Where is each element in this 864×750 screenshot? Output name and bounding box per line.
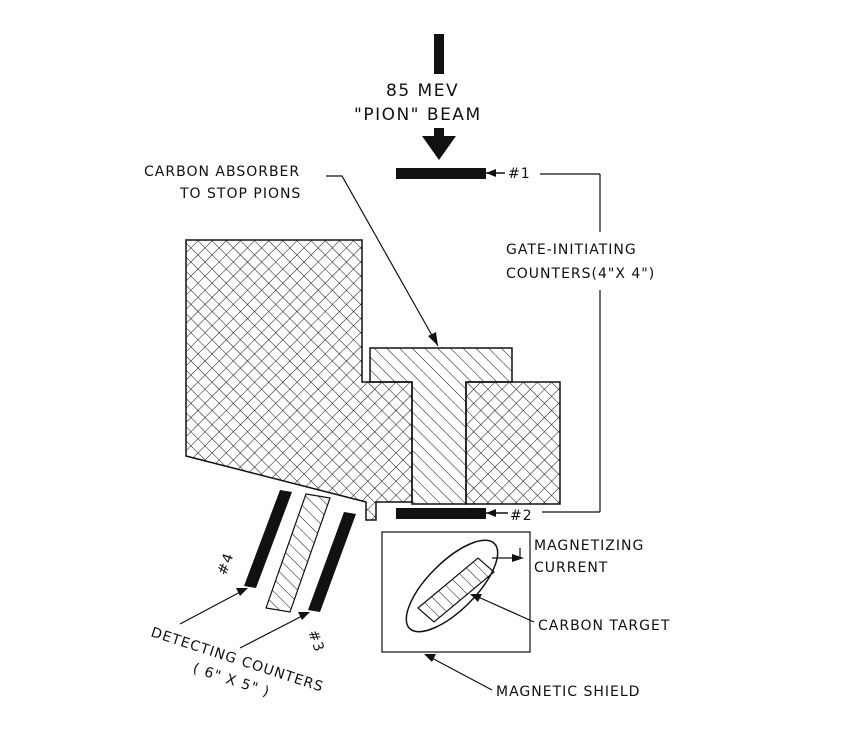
- carbon-target: [417, 557, 495, 623]
- counter-3-label: #3: [304, 628, 327, 655]
- counter-4-bar: [244, 490, 292, 588]
- magnetic-shield-box: [381, 531, 531, 653]
- carbon-absorber: [369, 347, 513, 505]
- magnetic-shield-label: MAGNETIC SHIELD: [496, 684, 640, 700]
- counter-2-label: #2: [510, 508, 533, 524]
- magnetizing-lead: [492, 548, 524, 562]
- absorber-label-2: TO STOP PIONS: [179, 186, 301, 202]
- target-coil: [405, 539, 499, 633]
- shield-block-right: [465, 381, 561, 505]
- beam-type-label: "PION" BEAM: [354, 105, 482, 125]
- counter-4-label: #4: [215, 551, 238, 578]
- magnetizing-label-2: CURRENT: [534, 560, 608, 576]
- magnetizing-label-1: MAGNETIZING: [534, 538, 644, 554]
- counter-1-bar: [396, 168, 486, 179]
- gate-counters-label-1: GATE-INITIATING: [506, 242, 637, 258]
- counter-2-bar: [396, 508, 486, 519]
- pion-beam-arrow: [422, 34, 456, 160]
- absorber-leader: [326, 175, 439, 347]
- counter-1-label: #1: [508, 166, 531, 182]
- shield-block-left: [185, 239, 413, 521]
- carbon-target-label: CARBON TARGET: [538, 618, 670, 634]
- counter-3-bar: [308, 512, 356, 612]
- absorber-label-1: CARBON ABSORBER: [144, 164, 300, 180]
- absorber-plate: [265, 493, 331, 613]
- gate-bracket: [540, 173, 601, 513]
- beam-energy-label: 85 MEV: [386, 81, 459, 101]
- gate-counters-label-2: COUNTERS(4"X 4"): [506, 266, 655, 282]
